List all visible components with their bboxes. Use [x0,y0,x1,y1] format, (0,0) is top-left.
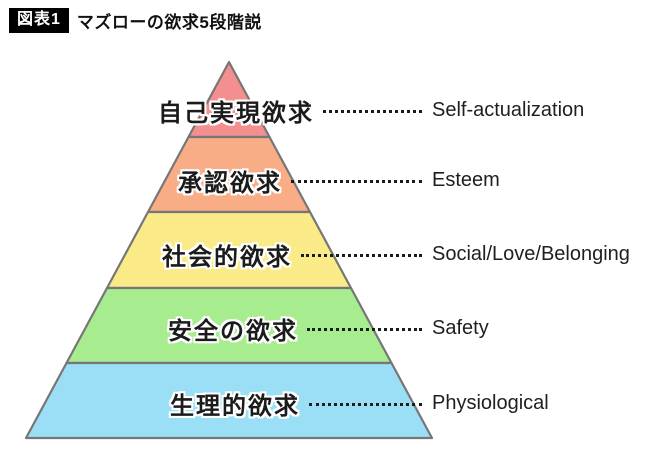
level-en-label: Social/Love/Belonging [432,242,630,265]
level-row-physiological: 生理的欲求 Physiological [170,386,666,420]
dot-leader [323,109,422,113]
level-row-esteem: 承認欲求 Esteem [178,163,666,197]
level-en-label: Safety [432,316,489,339]
level-jp-label: 承認欲求 [178,169,282,197]
dot-leader [309,402,422,406]
level-row-social: 社会的欲求 Social/Love/Belonging [162,237,666,271]
figure-badge: 図表1 [9,8,69,33]
level-row-safety: 安全の欲求 Safety [168,311,666,345]
level-jp-label: 生理的欲求 [170,392,300,420]
figure-header: 図表1 マズローの欲求5段階説 [9,8,262,33]
dot-leader [291,179,422,183]
pyramid-level-5-shape [24,361,434,440]
level-en-label: Esteem [432,168,500,191]
dot-leader [307,327,422,331]
level-jp-label: 自己実現欲求 [158,99,314,127]
figure-title: マズローの欲求5段階説 [76,13,262,32]
level-row-self-actualization: 自己実現欲求 Self-actualization [158,93,666,127]
level-jp-label: 社会的欲求 [162,243,292,271]
dot-leader [301,253,422,257]
level-jp-label: 安全の欲求 [168,317,298,345]
level-en-label: Self-actualization [432,98,585,121]
level-en-label: Physiological [432,391,549,414]
